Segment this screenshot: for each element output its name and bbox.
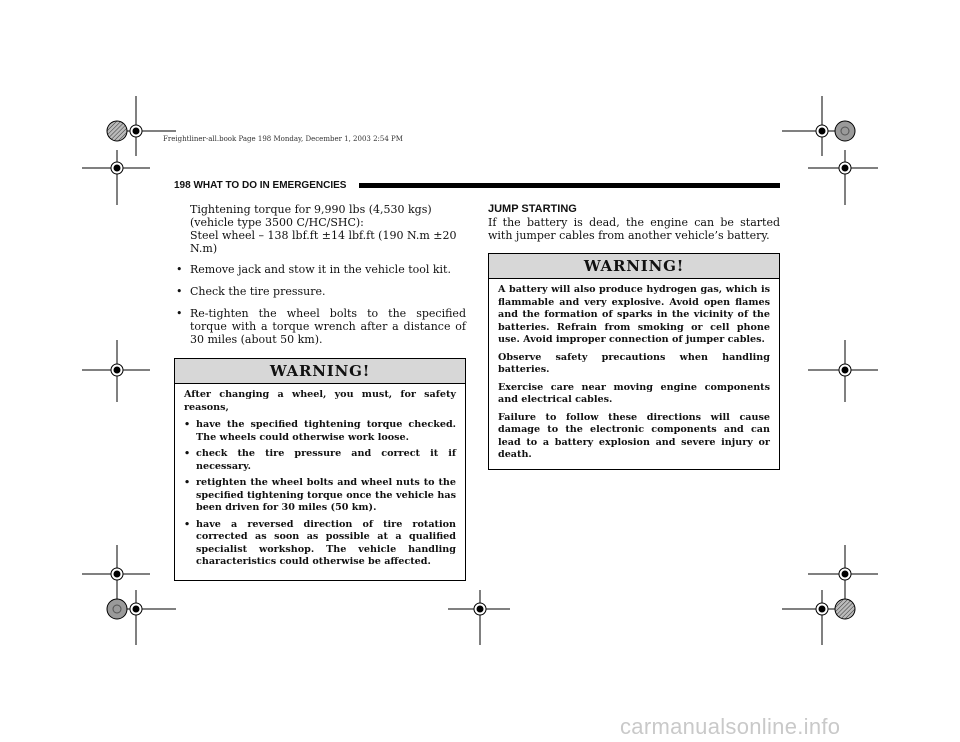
torque-line: (vehicle type 3500 C/HC/SHC): — [190, 216, 364, 229]
right-column: JUMP STARTING If the battery is dead, th… — [488, 203, 780, 470]
warning-paragraph: A battery will also produce hydrogen gas… — [498, 284, 770, 345]
list-item: Re-tighten the wheel bolts to the specif… — [174, 307, 466, 346]
warning-title: WARNING! — [489, 254, 779, 279]
page-header: 198 WHAT TO DO IN EMERGENCIES — [174, 180, 780, 194]
warning-intro: After changing a wheel, you must, for sa… — [184, 389, 456, 413]
torque-line: Steel wheel – 138 lbf.ft ±14 lbf.ft (190… — [190, 229, 457, 255]
section-intro: If the battery is dead, the engine can b… — [488, 216, 780, 242]
torque-line: Tightening torque for 9,990 lbs (4,530 k… — [190, 203, 432, 216]
list-item: retighten the wheel bolts and wheel nuts… — [184, 477, 456, 515]
warning-body: A battery will also produce hydrogen gas… — [489, 279, 779, 469]
warning-list: have the specified tightening torque che… — [184, 419, 456, 569]
list-item: have a reversed direction of tire rotati… — [184, 519, 456, 569]
procedure-list: Remove jack and stow it in the vehicle t… — [174, 263, 466, 346]
page-header-label: 198 WHAT TO DO IN EMERGENCIES — [174, 180, 347, 191]
section-heading: JUMP STARTING — [488, 203, 577, 215]
list-item: Check the tire pressure. — [174, 285, 466, 298]
left-column: Tightening torque for 9,990 lbs (4,530 k… — [174, 203, 466, 581]
warning-title: WARNING! — [175, 359, 465, 384]
warning-paragraph: Exercise care near moving engine compone… — [498, 381, 770, 406]
warning-paragraph: Failure to follow these directions will … — [498, 411, 770, 461]
warning-body: After changing a wheel, you must, for sa… — [175, 384, 465, 580]
torque-spec: Tightening torque for 9,990 lbs (4,530 k… — [174, 203, 466, 255]
list-item: Remove jack and stow it in the vehicle t… — [174, 263, 466, 276]
header-rule — [359, 183, 780, 188]
site-watermark: carmanualsonline.info — [620, 714, 841, 739]
list-item: have the specified tightening torque che… — [184, 419, 456, 444]
battery-warning-box: WARNING! A battery will also produce hyd… — [488, 253, 780, 470]
list-item: check the tire pressure and correct it i… — [184, 448, 456, 473]
warning-paragraph: Observe safety precautions when handling… — [498, 351, 770, 376]
book-info-line: Freightliner-all.book Page 198 Monday, D… — [163, 135, 403, 143]
wheel-warning-box: WARNING! After changing a wheel, you mus… — [174, 358, 466, 581]
